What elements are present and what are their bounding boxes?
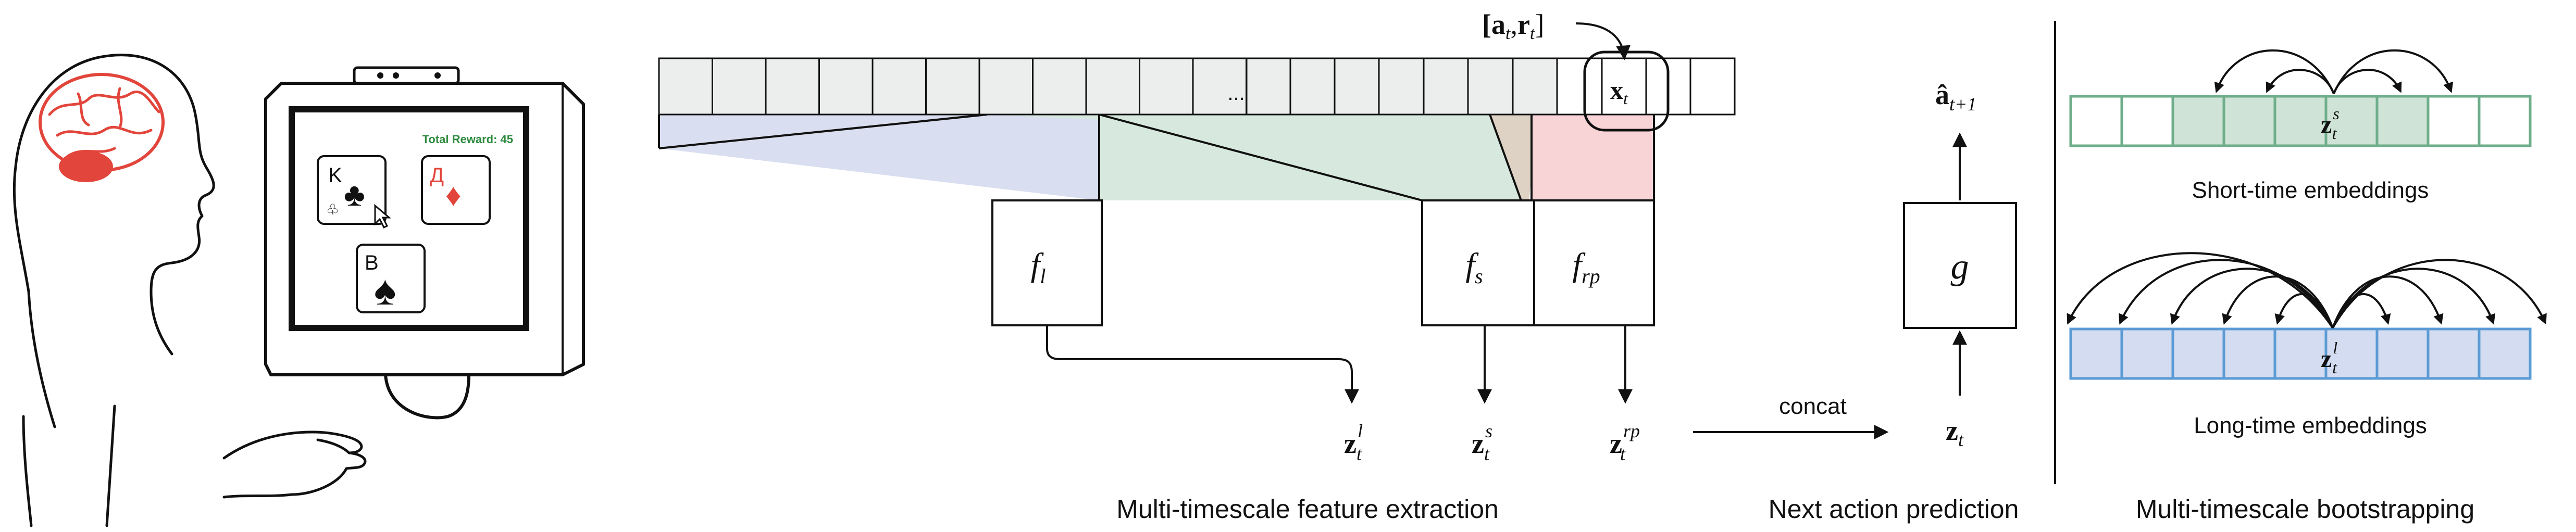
predicted-action-label: ât+1 [1935,79,1976,115]
input-sequence [658,57,1736,116]
card-rank-b: B [365,251,379,274]
embedding-cell [2069,327,2123,380]
input-arrow [1575,22,1631,60]
card-diamonds[interactable]: Д ♦ [421,155,491,225]
cursor-icon [374,204,392,229]
sequence-cell [1139,57,1194,116]
embedding-cell [2426,327,2481,380]
short-time-embedding-row [2069,95,2532,147]
sequence-cell [765,57,820,116]
long-time-label: Long-time embeddings [2194,413,2427,438]
sequence-cell [1689,57,1736,116]
short-window-region [1099,115,1521,200]
clubs-suit-icon: ♣ [344,177,365,213]
embedding-cell [2222,95,2276,147]
embedding-cell [2478,95,2532,147]
sequence-cell [872,57,927,116]
sequence-cell [1192,57,1247,116]
embedding-cell [2375,95,2430,147]
short-time-arcs [2214,49,2454,94]
hand [222,430,367,499]
card-rank-k: K [328,164,342,187]
caption-next-action-prediction: Next action prediction [1769,495,2019,524]
caption-feature-extraction: Multi-timescale feature extraction [1116,495,1499,524]
long-encoder-box [991,199,1103,326]
card-rank-d: Д [430,164,444,187]
recent-window-pink-region [1532,115,1654,200]
short-time-label: Short-time embeddings [2192,178,2429,203]
sequence-cell [658,57,713,116]
embedding-cell [2426,95,2481,147]
embedding-cell [2120,327,2174,380]
game-screen-device [264,66,585,420]
finger-1 [316,438,351,454]
brain-icon [39,73,165,182]
card-spades[interactable]: B ♠ [356,244,426,313]
embedding-cell [2273,327,2328,380]
long-time-arcs [2067,252,2547,329]
embedding-cell [2478,327,2532,380]
sequence-gap [1219,57,1246,116]
clubs-small-icon: ♧ [326,201,339,218]
current-input-label: xt [1610,75,1628,108]
embedding-cell [2375,327,2430,380]
sequence-cell [1423,57,1469,116]
combined-embedding-label: zt [1946,415,1964,450]
action-reward-input-label: [at,rt] [1482,9,1544,43]
spades-suit-icon: ♠ [374,267,396,313]
embedding-cell [2273,95,2328,147]
sequence-cell [1334,57,1380,116]
embedding-cell [2171,327,2225,380]
sequence-cell [1032,57,1087,116]
sequence-cell [978,57,1034,116]
embedding-cell [2171,95,2225,147]
short-window-bridge [987,115,1099,120]
sequence-cell [925,57,980,116]
sequence-cell [1246,57,1291,116]
recent-encoder-label: frp [1572,246,1600,288]
total-reward-label: Total Reward: 45 [422,133,513,146]
human-illustration [13,54,367,527]
diamond-suit-icon: ♦ [445,178,462,212]
sequence-cell [1289,57,1336,116]
torso-line [105,404,116,527]
embedding-cell [2069,95,2123,147]
embedding-cell [2120,95,2174,147]
sequence-ellipsis: ... [1227,82,1245,105]
body-line [22,415,33,527]
sequence-cell [1085,57,1140,116]
embedding-cell [2324,327,2379,380]
sequence-cell [818,57,874,116]
sequence-cell [1512,57,1558,116]
sequence-cell [712,57,767,116]
recent-encoder-box [1533,199,1655,326]
concat-label: concat [1779,394,1847,419]
recent-window-tan-region [1490,115,1532,200]
card-king-clubs[interactable]: K ♣ ♧ [317,155,392,229]
short-encoder-box [1421,199,1535,326]
predictor-label: g [1951,247,1969,287]
long-window-region [659,115,1099,200]
sequence-cell [1556,57,1603,116]
embedding-cell [2222,327,2276,380]
sequence-cell [1467,57,1514,116]
predictor-box [1903,202,2017,329]
long-time-embedding-row [2069,327,2532,380]
long-output-arrow [1046,325,1359,404]
sequence-cell [1378,57,1425,116]
caption-bootstrapping: Multi-timescale bootstrapping [2136,495,2474,524]
head-profile [13,54,215,428]
